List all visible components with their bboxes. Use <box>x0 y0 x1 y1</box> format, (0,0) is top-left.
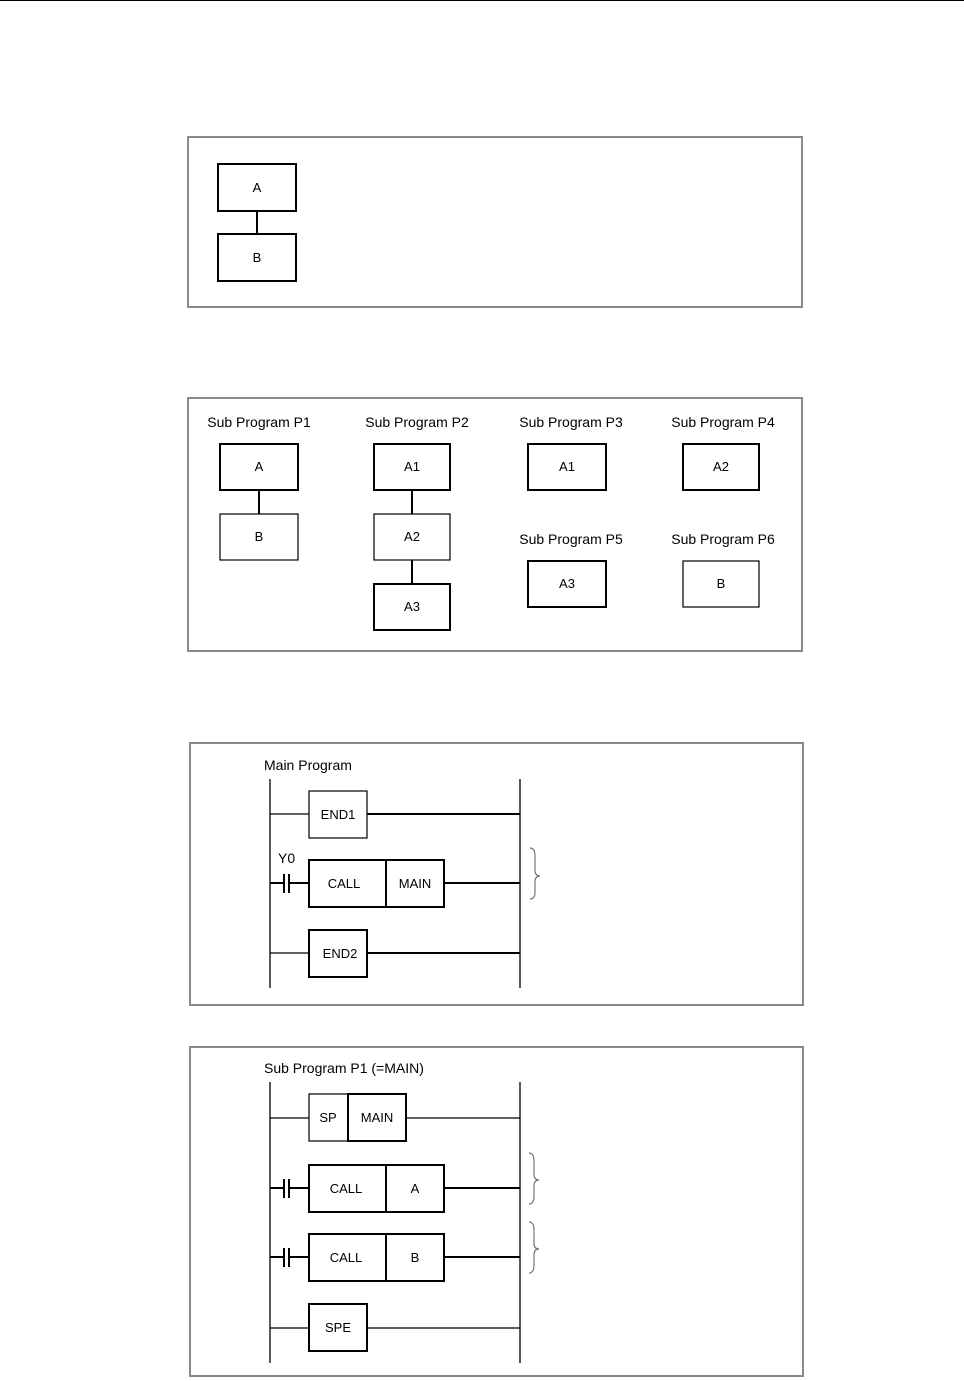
panel1-flow: A B <box>217 163 297 282</box>
sub-program-p1-main-title: Sub Program P1 (=MAIN) <box>264 1060 424 1076</box>
call-b-target-box <box>385 1233 445 1282</box>
p4-block-a2 <box>682 443 760 491</box>
p2-block-a2-label: A2 <box>404 529 420 544</box>
sp-instruction-box <box>308 1093 349 1142</box>
call-b-target-label: B <box>411 1250 420 1265</box>
main-program-title: Main Program <box>264 757 352 773</box>
p2-block-a3 <box>373 583 451 631</box>
diagram-panel-sub-program <box>189 1046 804 1377</box>
end1-label: END1 <box>321 807 356 822</box>
brace-call-a <box>528 1152 540 1205</box>
diagram-panel-main-program <box>189 742 804 1006</box>
call-a-instruction-box <box>308 1164 387 1213</box>
p1-block-b-label: B <box>255 529 264 544</box>
call-b-label: CALL <box>330 1250 363 1265</box>
block-a-label: A <box>253 180 262 195</box>
end1-instruction-box <box>308 790 368 839</box>
sub-program-p1-title: Sub Program P1 <box>207 414 311 430</box>
spe-label: SPE <box>325 1320 351 1335</box>
panel2-subprograms: Sub Program P1 A B Sub Program P2 A1 A2 … <box>207 414 775 631</box>
sub-program-ladder: Sub Program P1 (=MAIN) SP MAIN CALL A CA… <box>264 1060 540 1363</box>
sp-name-label: MAIN <box>361 1110 394 1125</box>
sub-program-p6-title: Sub Program P6 <box>671 531 775 547</box>
p2-block-a3-label: A3 <box>404 599 420 614</box>
top-rule <box>0 0 964 1</box>
p6-block-b-label: B <box>717 576 726 591</box>
p1-block-b <box>219 513 299 561</box>
sub-program-p2-title: Sub Program P2 <box>365 414 469 430</box>
brace-call-main <box>529 847 541 900</box>
call-target-box <box>385 859 445 908</box>
call-label: CALL <box>328 876 361 891</box>
p4-block-a2-label: A2 <box>713 459 729 474</box>
call-a-target-label: A <box>411 1181 420 1196</box>
call-a-label: CALL <box>330 1181 363 1196</box>
main-program-ladder: Main Program END1 Y0 CALL MAIN END2 <box>264 757 541 988</box>
p3-block-a1 <box>527 443 607 491</box>
end2-label: END2 <box>323 946 358 961</box>
sp-label: SP <box>319 1110 336 1125</box>
end2-instruction-box <box>308 929 368 978</box>
p5-block-a3 <box>527 560 607 608</box>
p2-block-a1 <box>373 443 451 491</box>
call-instruction-box <box>308 859 387 908</box>
block-a <box>217 163 297 212</box>
contact-y0-label: Y0 <box>278 850 295 866</box>
p6-block-b <box>682 560 760 608</box>
sub-program-p4-title: Sub Program P4 <box>671 414 775 430</box>
p1-block-a <box>219 443 299 491</box>
block-b <box>217 233 297 282</box>
p5-block-a3-label: A3 <box>559 576 575 591</box>
p2-block-a2 <box>373 513 451 561</box>
p1-block-a-label: A <box>255 459 264 474</box>
p2-block-a1-label: A1 <box>404 459 420 474</box>
call-a-target-box <box>385 1164 445 1213</box>
p3-block-a1-label: A1 <box>559 459 575 474</box>
brace-call-b <box>528 1221 540 1274</box>
sub-program-p3-title: Sub Program P3 <box>519 414 623 430</box>
call-target-label: MAIN <box>399 876 432 891</box>
sub-program-p5-title: Sub Program P5 <box>519 531 623 547</box>
block-b-label: B <box>253 250 262 265</box>
